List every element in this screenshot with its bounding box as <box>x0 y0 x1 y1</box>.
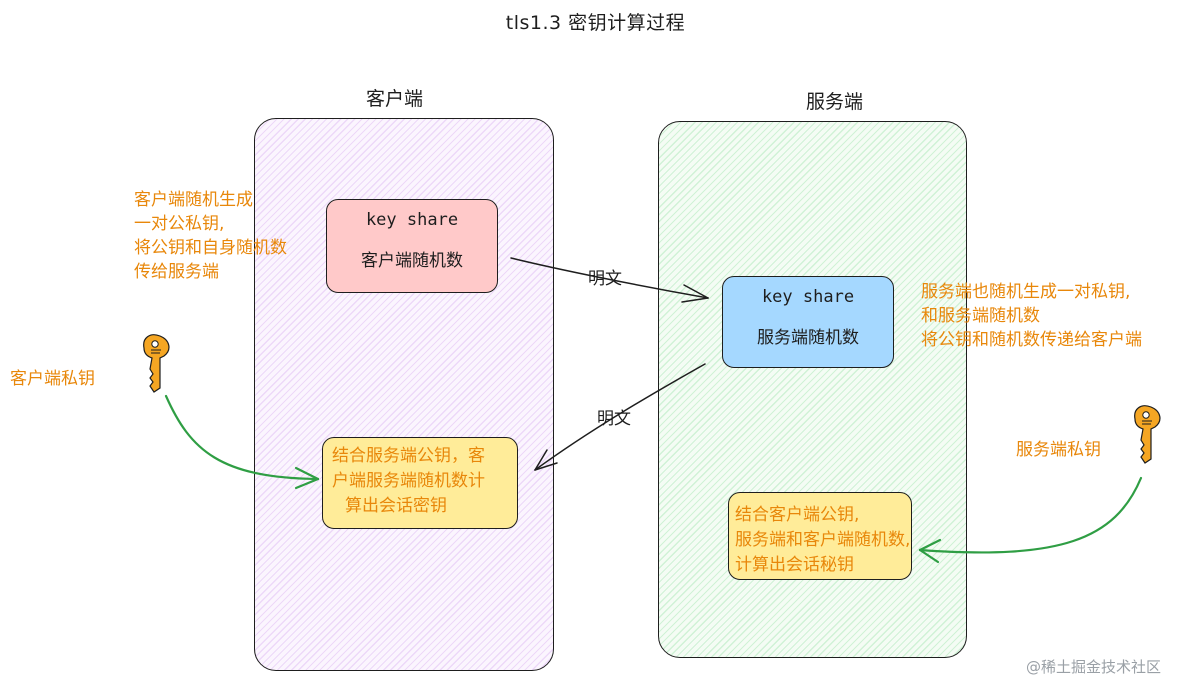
key-icon <box>143 334 170 393</box>
client-keyshare-title: key share <box>365 210 459 230</box>
client-column-label: 客户端 <box>366 88 424 110</box>
server-compute-line-1: 结合客户端公钥, <box>735 505 860 525</box>
watermark: @稀土掘金技术社区 <box>1026 658 1162 676</box>
server-private-key-label: 服务端私钥 <box>1016 440 1101 460</box>
client-keyshare-box: key share 客户端随机数 <box>326 199 498 293</box>
client-private-key-label: 客户端私钥 <box>10 369 95 389</box>
server-keyshare-text: 服务端随机数 <box>757 328 859 348</box>
client-compute-line-3: 算出会话密钥 <box>345 496 447 516</box>
server-compute-line-3: 计算出会话秘钥 <box>735 555 854 575</box>
server-session-key-box: 结合客户端公钥, 服务端和客户端随机数, 计算出会话秘钥 <box>728 492 912 580</box>
server-column-label: 服务端 <box>806 91 864 113</box>
client-session-key-box: 结合服务端公钥，客 户端服务端随机数计 算出会话密钥 <box>322 437 518 529</box>
client-note-line-2: 一对公私钥, <box>134 214 225 234</box>
client-note-line-3: 将公钥和自身随机数 <box>134 238 287 258</box>
client-note-line-4: 传给服务端 <box>134 262 219 282</box>
diagram-title: tls1.3 密钥计算过程 <box>505 12 686 34</box>
client-note: 客户端随机生成 一对公私钥, 将公钥和自身随机数 传给服务端 <box>134 188 287 284</box>
server-panel <box>658 121 967 658</box>
arrow-server-to-client <box>534 363 706 471</box>
server-note-line-1: 服务端也随机生成一对私钥, <box>921 282 1131 302</box>
server-note: 服务端也随机生成一对私钥, 和服务端随机数 将公钥和随机数传递给客户端 <box>921 280 1142 352</box>
plaintext-label-to-client: 明文 <box>597 409 631 429</box>
key-icon <box>1134 405 1161 464</box>
arrow-client-key-to-compute <box>164 394 320 490</box>
client-keyshare-text: 客户端随机数 <box>361 251 463 271</box>
server-keyshare-box: key share 服务端随机数 <box>722 276 894 368</box>
server-compute-line-2: 服务端和客户端随机数, <box>735 530 911 550</box>
server-keyshare-title: key share <box>761 287 855 307</box>
server-note-line-3: 将公钥和随机数传递给客户端 <box>921 330 1142 350</box>
arrow-server-key-to-compute <box>918 476 1143 564</box>
client-note-line-1: 客户端随机生成 <box>134 190 253 210</box>
client-compute-line-2: 户端服务端随机数计 <box>332 471 485 491</box>
arrow-client-to-server <box>510 257 709 303</box>
server-note-line-2: 和服务端随机数 <box>921 306 1040 326</box>
client-compute-line-1: 结合服务端公钥，客 <box>332 446 485 466</box>
